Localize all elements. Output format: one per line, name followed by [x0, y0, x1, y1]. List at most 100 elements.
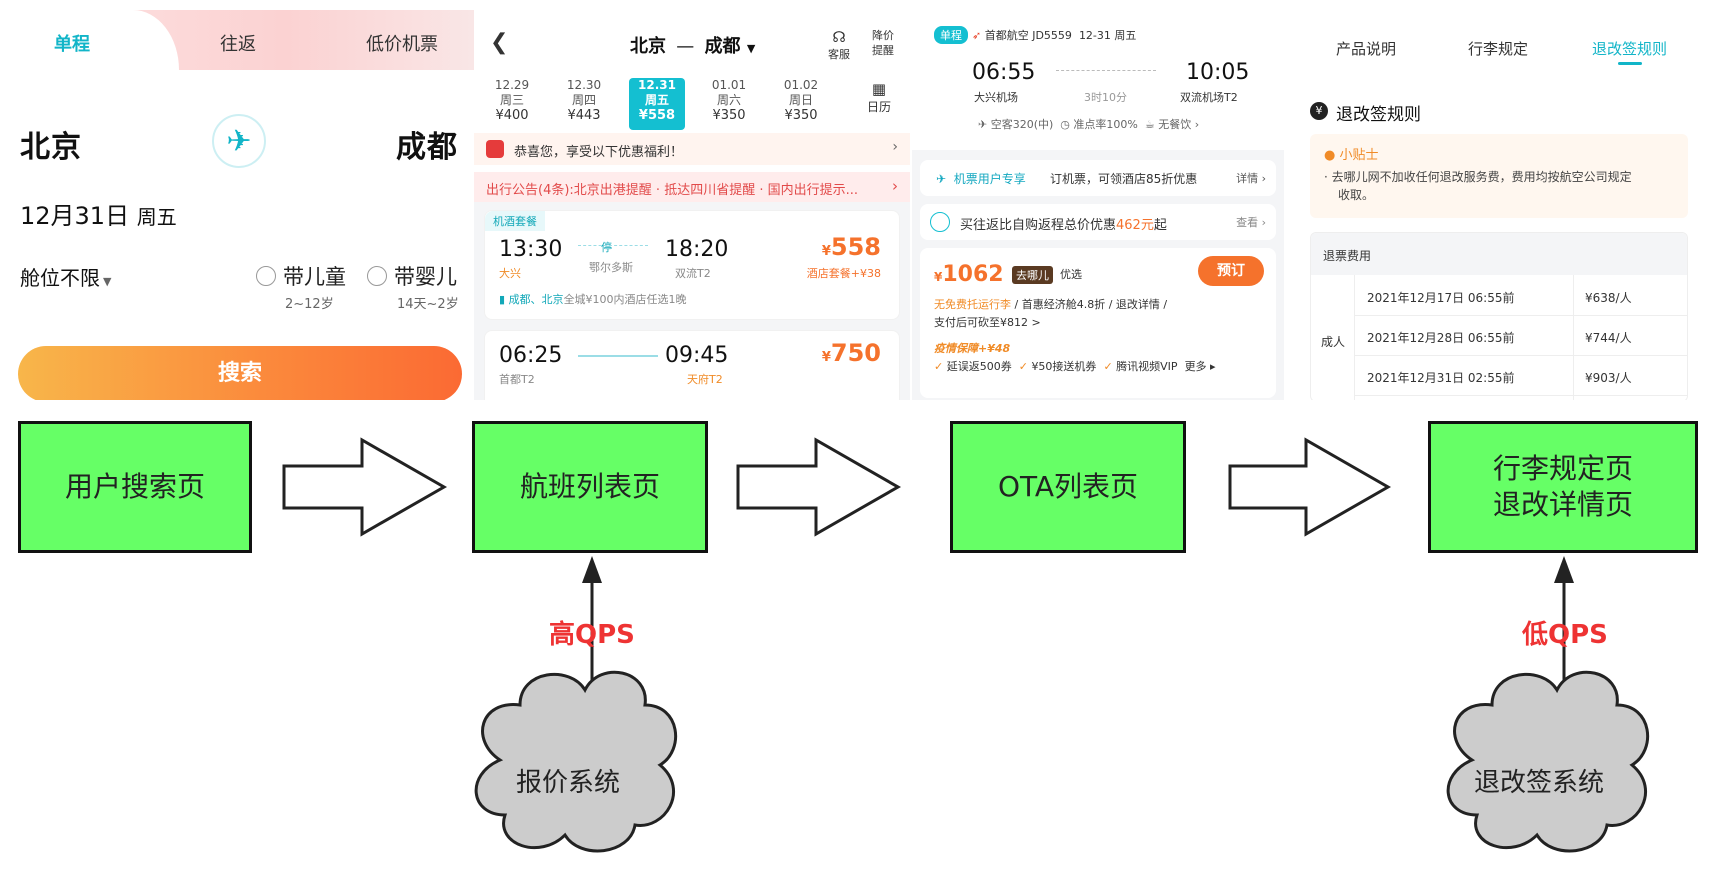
search-button[interactable]: 搜索 [18, 346, 462, 400]
flight-summary [912, 10, 1284, 150]
one-way-badge: 单程 [934, 26, 968, 44]
box-label: 用户搜索页 [64, 470, 205, 503]
departure-date[interactable]: 12月31日 周五 [20, 196, 177, 231]
refund-system-cloud [1446, 670, 1649, 853]
box-label: 航班列表页 [519, 470, 660, 503]
date-value: 12月31日 [20, 202, 130, 230]
aircraft: 空客320(中) [990, 118, 1054, 131]
tab-product-info[interactable]: 产品说明 [1336, 40, 1397, 58]
date-tab[interactable]: 12.29 周三 ¥400 [484, 78, 540, 130]
cabin-select[interactable]: 舱位不限▼ [20, 262, 111, 291]
box-label-refund: 退改详情页 [1492, 488, 1633, 521]
infant-age: 14天~2岁 [397, 297, 459, 312]
customer-service-button[interactable]: ☊ 客服 [828, 28, 850, 62]
fare-note: 首惠经济舱4.8折 [1021, 298, 1106, 311]
date-tab-date: 12.29 [494, 78, 530, 92]
member-tag-text: 机票用户专享 [953, 172, 1026, 186]
row-divider [1355, 355, 1687, 356]
date-tab-weekday: 周三 [499, 93, 524, 107]
offer-details: 无免费托运行李 / 首惠经济舱4.8折 / 退改详情 / [934, 298, 1168, 311]
member-offer-row[interactable]: ✈ 机票用户专享 订机票，可领酒店85折优惠 详情 › [920, 160, 1276, 196]
price-alert-button[interactable]: 降价 提醒 [872, 28, 894, 58]
round-trip-offer-row[interactable]: 买往返比自购返程总价优惠462元起 查看 › [920, 204, 1276, 240]
flight-list-screenshot: ❮ 北京 — 成都 ▼ ☊ 客服 降价 提醒 12.29 周三 ¥400 12.… [474, 10, 910, 400]
route-title[interactable]: 北京 — 成都 ▼ [630, 32, 755, 58]
benefit-item: ¥50接送机券 [1031, 360, 1097, 373]
arrive-airport: 天府T2 [687, 373, 723, 386]
headset-icon: ☊ [832, 28, 846, 46]
arrive-airport: 双流机场T2 [1180, 91, 1238, 104]
box-label-baggage: 行李规定页 [1492, 452, 1633, 485]
benefit-item: 腾讯视频VIP [1116, 360, 1178, 373]
benefit-item: 延误返500券 [946, 360, 1012, 373]
notice-text: 出行公告(4条):北京出港提醒 · 抵达四川省提醒 · 国内出行提示... [486, 183, 858, 198]
table-title: 退票费用 [1323, 249, 1372, 263]
flight-card[interactable]: 06:25 首都T2 09:45 天府T2 ¥750 [484, 330, 900, 400]
date-tab[interactable]: 01.02 周日 ¥350 [773, 78, 829, 130]
row-divider [1355, 315, 1687, 316]
round-trip-amount: 462元 [1116, 218, 1154, 233]
caret-down-icon: ▼ [103, 275, 112, 288]
tab-refund-rules[interactable]: 退改签规则 [1592, 40, 1668, 58]
to-city[interactable]: 成都 [396, 130, 458, 165]
route-arrow-icon: — [676, 36, 695, 57]
date-tab-price: ¥443 [567, 108, 601, 123]
pricing-system-cloud [474, 670, 677, 853]
refund-link[interactable]: 退改详情 [1115, 298, 1160, 311]
tab-low-price[interactable]: 低价机票 [366, 34, 438, 55]
member-more: 详情 › [1236, 172, 1266, 185]
arrive-time: 18:20 [665, 237, 729, 262]
calendar-button[interactable]: ▦ 日历 [852, 80, 906, 115]
date-tab-weekday: 周四 [571, 93, 596, 107]
offer-price-value: 1062 [942, 262, 1004, 287]
arrive-time: 10:05 [1186, 60, 1250, 85]
box-user-search: 用户搜索页 [18, 421, 252, 553]
infant-label: 带婴儿 [394, 265, 457, 289]
search-page-screenshot: 单程 往返 低价机票 北京 ✈ 成都 12月31日 周五 舱位不限▼ 带儿童 2… [4, 10, 474, 400]
date-tab-price: ¥400 [495, 108, 529, 123]
route-line [578, 355, 658, 357]
meal: 无餐饮 [1158, 118, 1192, 131]
round-trip-suffix: 起 [1153, 218, 1167, 233]
check-icon: ✓ [934, 360, 944, 373]
tab-round-trip[interactable]: 往返 [220, 34, 256, 55]
flow-arrow [736, 437, 902, 537]
child-radio[interactable] [256, 266, 276, 286]
flight-card-package[interactable]: 机酒套餐 13:30 大兴 停 鄂尔多斯 18:20 双流T2 ¥558 酒店套… [484, 210, 900, 320]
table-header [1311, 233, 1687, 275]
date-tab[interactable]: 01.01 周六 ¥350 [701, 78, 757, 130]
ota-offer-card[interactable]: ¥1062 去哪儿 优选 预订 无免费托运行李 / 首惠经济舱4.8折 / 退改… [920, 248, 1276, 398]
tip-text-1: 去哪儿网不加收任何退改服务费，费用均按航空公司规定 [1331, 170, 1632, 184]
tip-box: ● 小贴士 · 去哪儿网不加收任何退改服务费，费用均按航空公司规定 收取。 [1310, 134, 1688, 218]
row-time: 2021年12月17日 06:55前 [1367, 291, 1515, 305]
back-icon[interactable]: ❮ [490, 30, 509, 55]
pricing-arrow-head [582, 556, 602, 583]
member-more-text: 详情 [1236, 172, 1259, 185]
date-tab-date: 01.01 [711, 78, 747, 92]
route-line [1056, 70, 1156, 71]
row-divider [1355, 395, 1687, 396]
customer-service-label: 客服 [828, 48, 850, 61]
infant-radio[interactable] [367, 266, 387, 286]
tab-one-way[interactable]: 单程 [54, 34, 90, 55]
perk-banner[interactable]: 恭喜您，享受以下优惠福利！ › [474, 133, 910, 165]
benefits-more[interactable]: 更多 [1184, 360, 1207, 373]
date-tab-selected[interactable]: 12.31 周五 ¥558 [629, 78, 685, 130]
tip-title-text: 小贴士 [1339, 148, 1379, 163]
box-ota-list: OTA列表页 [950, 421, 1186, 553]
route-to: 成都 [704, 36, 741, 57]
vendor-tag: 优选 [1060, 268, 1082, 281]
hotel-note: 全城¥100内酒店任选1晚 [563, 293, 687, 306]
travel-notice[interactable]: 出行公告(4条):北京出港提醒 · 抵达四川省提醒 · 国内出行提示... › [474, 172, 910, 202]
date-tab-weekday: 周日 [788, 93, 813, 107]
round-trip-label: 买往返比自购返程总价优惠 [960, 218, 1117, 233]
book-button[interactable]: 预订 [1198, 256, 1264, 286]
row-time: 2021年12月28日 06:55前 [1367, 331, 1515, 345]
swap-plane-icon[interactable]: ✈ [212, 114, 266, 168]
refresh-icon [930, 212, 950, 232]
from-city[interactable]: 北京 [20, 130, 82, 165]
date-tab[interactable]: 12.30 周四 ¥443 [556, 78, 612, 130]
weekday-value: 周五 [136, 205, 177, 229]
tab-baggage[interactable]: 行李规定 [1468, 40, 1529, 58]
